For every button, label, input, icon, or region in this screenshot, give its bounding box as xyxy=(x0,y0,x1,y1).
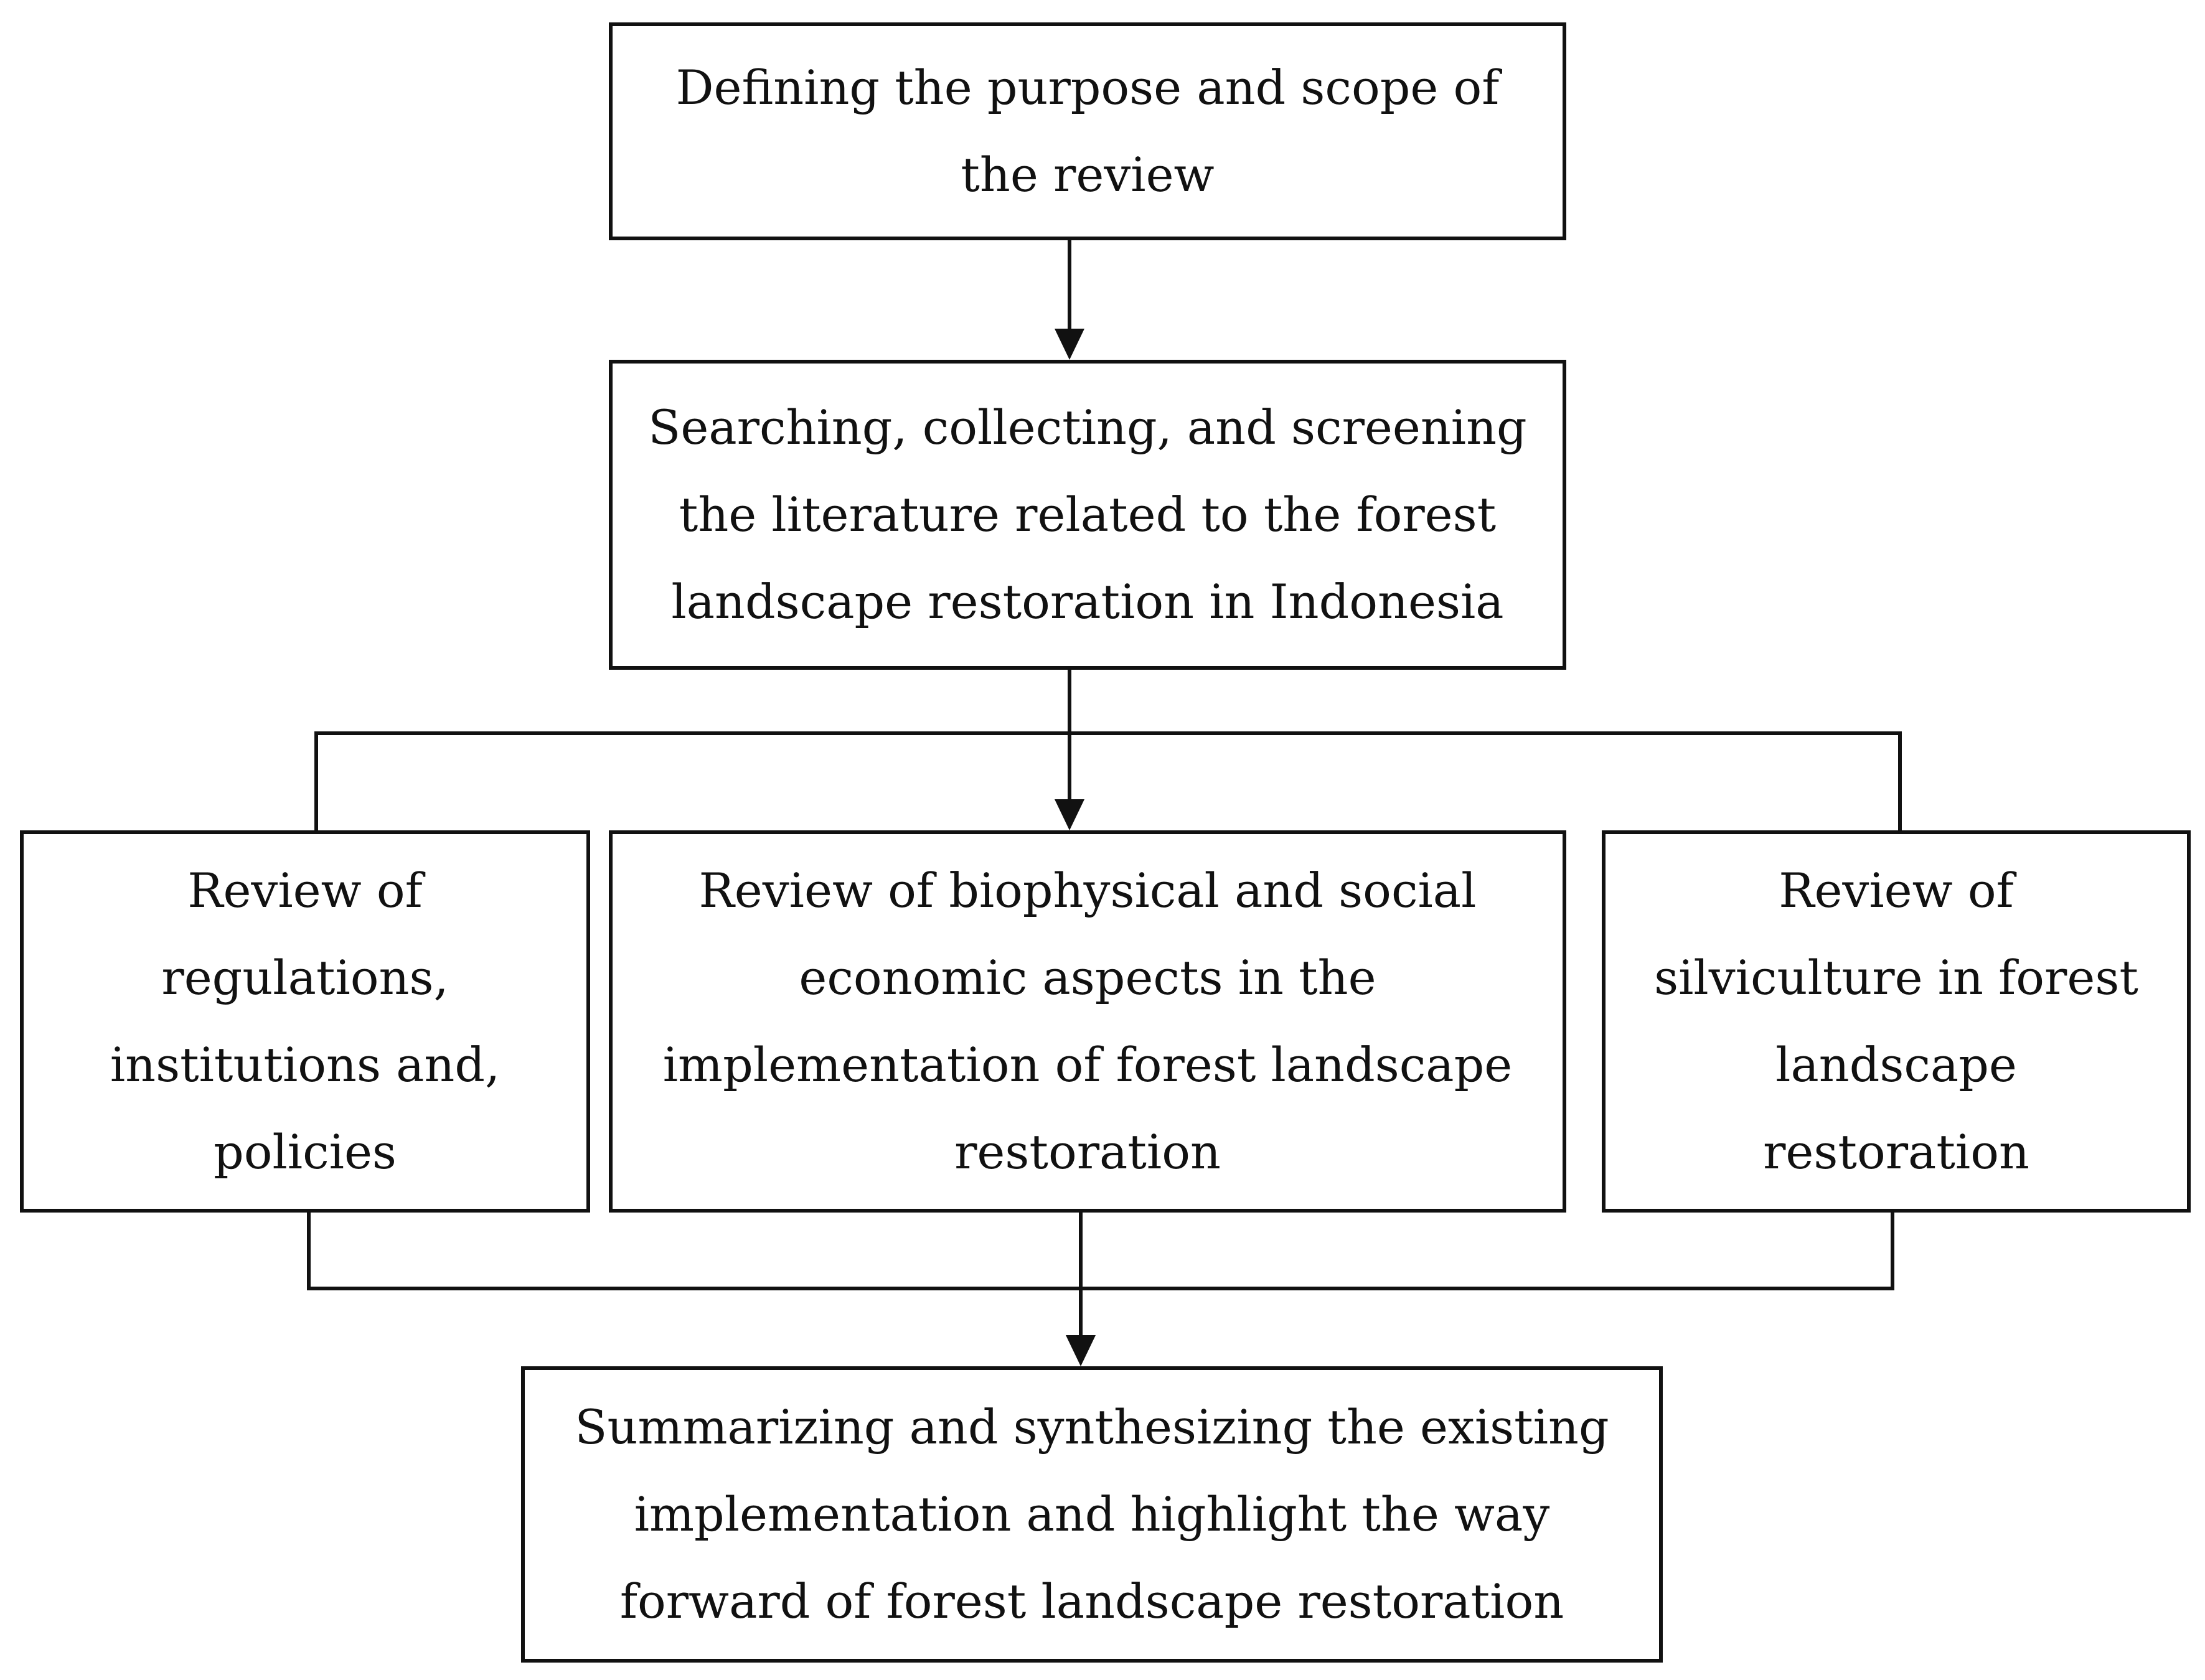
node-silvi-label: Review of silviculture in forest landsca… xyxy=(1654,863,2138,1180)
node-summarize-synthesize: Summarizing and synthesizing the existin… xyxy=(521,1366,1663,1663)
arrowhead-define-to-search xyxy=(1055,329,1084,360)
node-review-biophysical: Review of biophysical and social economi… xyxy=(609,830,1566,1213)
edge-search-to-reg xyxy=(314,731,1070,830)
edge-reg-to-summary xyxy=(307,1213,1081,1290)
node-define-purpose-scope: Defining the purpose and scope of the re… xyxy=(609,22,1566,240)
arrowhead-search-to-bio xyxy=(1055,799,1084,830)
node-summary-label: Summarizing and synthesizing the existin… xyxy=(575,1399,1609,1629)
node-search-collect-screen: Searching, collecting, and screening the… xyxy=(609,360,1566,670)
edge-silvi-to-summary xyxy=(1081,1213,1894,1290)
node-review-silviculture: Review of silviculture in forest landsca… xyxy=(1602,830,2191,1213)
node-define-label: Defining the purpose and scope of the re… xyxy=(675,60,1500,202)
node-search-label: Searching, collecting, and screening the… xyxy=(648,400,1527,629)
edge-search-to-silvi xyxy=(1070,731,1902,830)
arrowhead-merge-to-summary xyxy=(1066,1335,1096,1366)
node-reg-label: Review of regulations, institutions and,… xyxy=(110,863,501,1180)
node-bio-label: Review of biophysical and social economi… xyxy=(662,863,1513,1180)
node-review-regulations: Review of regulations, institutions and,… xyxy=(20,830,590,1213)
